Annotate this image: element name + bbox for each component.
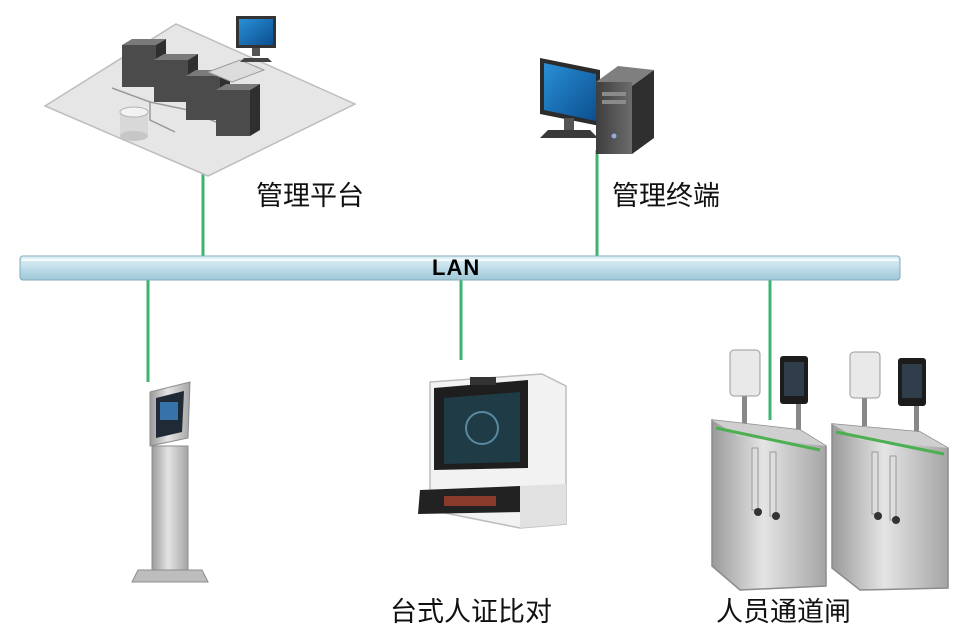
desktop-verifier-label: 台式人证比对	[390, 597, 552, 628]
network-links	[146, 150, 772, 420]
management-terminal-label: 管理终端	[612, 181, 720, 212]
turnstile-gate-icon	[711, 349, 949, 591]
desktop-computer-icon	[540, 58, 654, 154]
desktop-id-verifier-icon	[418, 373, 567, 529]
lan-label: LAN	[432, 255, 481, 280]
lan-bus	[19, 255, 901, 281]
server-platform-icon	[43, 16, 357, 177]
monitor-icon	[540, 58, 600, 138]
turnstile-label: 人员通道闸	[716, 597, 851, 628]
pc-tower-icon	[596, 66, 654, 154]
management-platform-label: 管理平台	[256, 181, 364, 212]
kiosk-terminal-icon	[131, 381, 209, 583]
